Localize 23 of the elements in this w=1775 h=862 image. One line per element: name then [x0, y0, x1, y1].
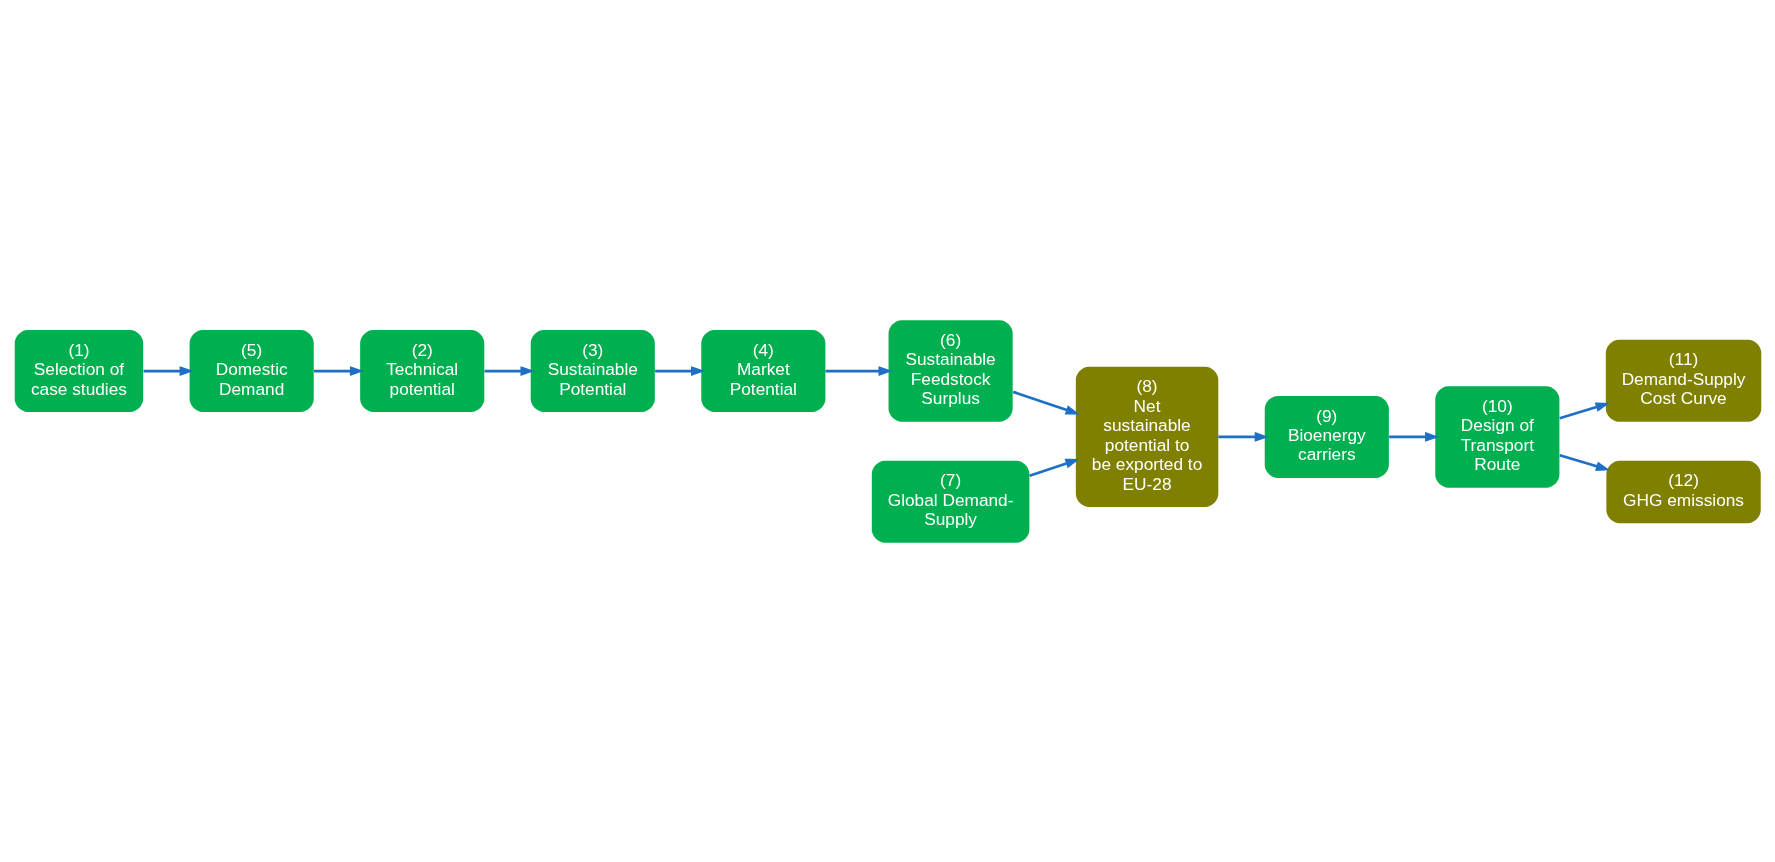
arrow: [1217, 431, 1269, 442]
arrow: [654, 365, 705, 376]
arrow: [1012, 390, 1080, 415]
node-box: (11) Demand-Supply Cost Curve: [1605, 339, 1761, 422]
node-box: (8) Net sustainable potential to be exported to EU-28: [1075, 366, 1218, 507]
node-box: (3) Sustainable Potential: [530, 329, 655, 412]
arrow: [143, 365, 194, 376]
arrow: [1388, 431, 1439, 442]
node-box: (2) Technical potential: [359, 329, 484, 412]
node-box: (12) GHG emissions: [1605, 460, 1761, 523]
arrow: [1558, 401, 1610, 419]
node-box: (4) Market Potential: [700, 329, 825, 412]
node-box: (5) Domestic Demand: [189, 329, 314, 412]
arrow: [313, 365, 364, 376]
node-box: (6) Sustainable Feedstock Surplus: [888, 319, 1013, 422]
arrow: [484, 365, 535, 376]
node-box: (7) Global Demand-Supply: [871, 460, 1029, 543]
node-box: (1) Selection of case studies: [14, 329, 143, 412]
arrow: [825, 365, 893, 376]
node-box: (10) Design of Transport Route: [1434, 385, 1559, 488]
arrow: [1558, 453, 1610, 471]
node-box: (9) Bioenergy carriers: [1264, 395, 1389, 478]
arrow: [1028, 458, 1079, 477]
